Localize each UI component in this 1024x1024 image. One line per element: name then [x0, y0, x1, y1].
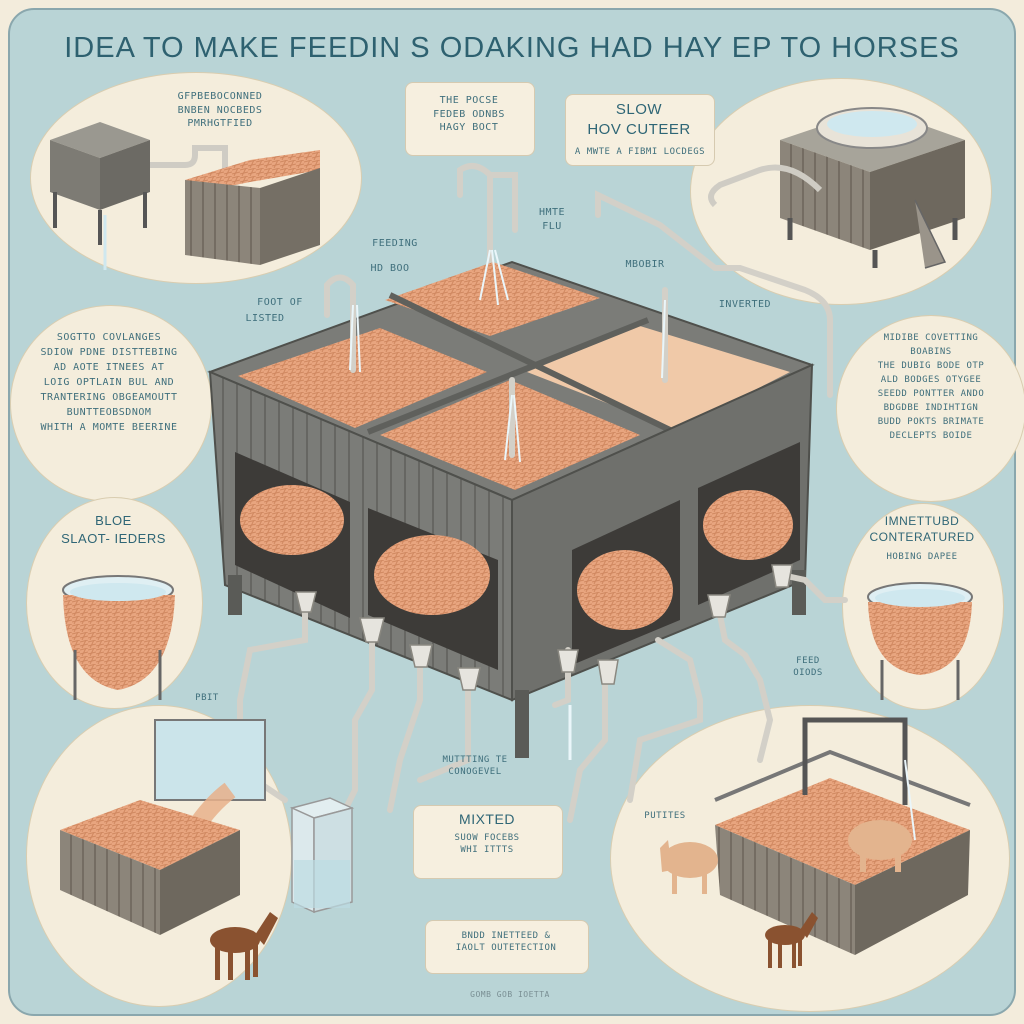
- hd-boo-label: HD BOO: [370, 263, 410, 274]
- mbobir-label: MBOBIR: [625, 259, 665, 270]
- right-mid-bubble: [836, 315, 1024, 502]
- top-center-callout: [405, 82, 535, 156]
- horse-pen: [714, 717, 971, 955]
- horse-right: [765, 912, 818, 968]
- left-mid-bubble: [10, 305, 212, 502]
- mixted-subtitle: SUOW FOCEBS WHI ITTTS: [454, 833, 520, 856]
- top-center-note: THE POCSE FEDEB ODNBS HAGY BOCT: [433, 95, 505, 133]
- slow-subtitle: A MWTE A FIBMI LOCDEGS: [574, 147, 706, 157]
- overhead-water-tank: [708, 107, 965, 269]
- inverted-label: INVERTED: [718, 299, 772, 310]
- top-left-bubble-label: GFPBEBOCONNED BNBEN NOCBEDS PMRHGTFIED: [177, 91, 263, 129]
- mixted-title: MIXTED: [459, 811, 515, 827]
- bottom-note: BNDD INETTEED & IAOLT OUTETECTION: [455, 931, 557, 954]
- water-streams: [349, 249, 666, 463]
- elevated-water-tank: [50, 122, 228, 270]
- imnettubd-subtitle: HOBING DAPEE: [886, 552, 958, 562]
- blue-slaot-title: BLOE SLAOT- IEDERS: [61, 513, 166, 546]
- bottom-note-callout: [425, 920, 589, 974]
- round-hay-feeder-left: [62, 575, 175, 700]
- hmte-flu-label: HMTE FLU: [538, 207, 566, 232]
- feeding-label: FEEDING: [372, 238, 418, 249]
- horse-left: [210, 912, 278, 980]
- drain-funnels: [295, 564, 793, 691]
- slow-callout: [565, 94, 715, 166]
- foot-of-label: FOOT OF: [257, 297, 303, 308]
- mutting-label: MUTTTING TE CONOGEVEL: [442, 755, 508, 778]
- putites-label: PUTITES: [644, 811, 686, 821]
- left-paragraph: SOGTTO COVLANGES SDIOW PDNE DISTTEBING A…: [40, 332, 178, 433]
- imnettubd-title: IMNETTUBD CONTERATURED: [869, 514, 975, 545]
- hay-crate: [185, 150, 320, 265]
- feed-oiods-label: FEED OIODS: [793, 656, 823, 679]
- page-title: IDEA TO MAKE FEEDIN S ODAKING HAD HAY EP…: [64, 32, 960, 64]
- round-hay-feeder-right: [867, 582, 973, 700]
- slow-title: SLOW HOV CUTEER: [587, 101, 691, 139]
- horse-center: [660, 840, 718, 894]
- pbit-label: PBIT: [195, 693, 219, 703]
- horse-feeding: [848, 820, 912, 872]
- main-hay-feeder: [207, 260, 815, 758]
- mixted-callout: [413, 805, 563, 879]
- right-paragraph: MIDIBE COVETTING BOABINS THE DUBIG BODE …: [877, 333, 985, 441]
- listed-label: LISTED: [245, 313, 285, 324]
- soaking-trough: [60, 719, 266, 935]
- bottom-tiny-text: GOMB GOB IOETTA: [470, 990, 550, 999]
- drain-pipes: [237, 572, 848, 843]
- collection-tank: [289, 797, 355, 914]
